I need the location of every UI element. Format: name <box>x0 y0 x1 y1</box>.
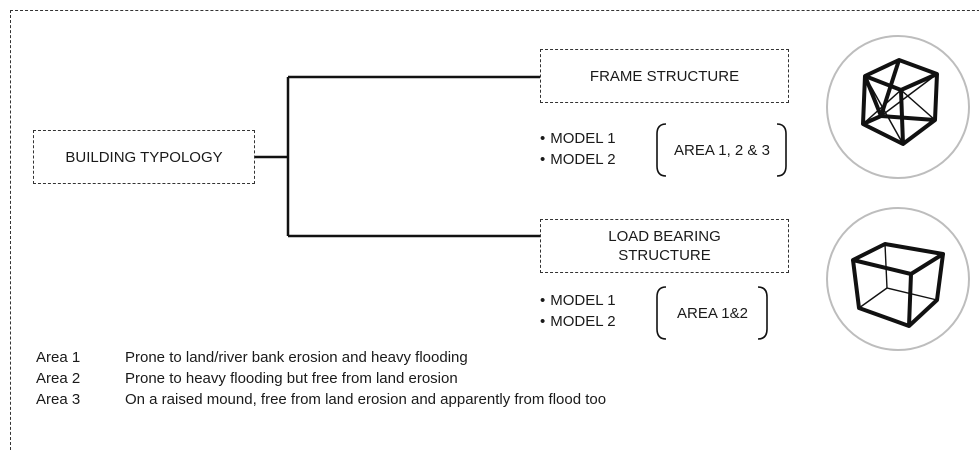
area-legend: Area 1 Prone to land/river bank erosion a… <box>36 347 606 410</box>
legend-row: Area 3 On a raised mound, free from land … <box>36 389 606 410</box>
area-bracket-left-1 <box>656 123 667 177</box>
list-item: MODEL 2 <box>540 311 615 332</box>
area-bracket-left-2 <box>656 286 667 340</box>
diagram-frame <box>10 10 979 450</box>
frame-structure-node: FRAME STRUCTURE <box>540 49 789 103</box>
frame-cube-icon <box>826 35 970 179</box>
frame-models-list: MODEL 1 MODEL 2 <box>540 128 615 170</box>
legend-row: Area 2 Prone to heavy flooding but free f… <box>36 368 606 389</box>
load-bearing-structure-label: LOAD BEARING STRUCTURE <box>608 228 721 264</box>
legend-text: On a raised mound, free from land erosio… <box>125 391 607 408</box>
area-bracket-right-1 <box>776 123 787 177</box>
legend-code: Area 3 <box>36 391 81 408</box>
legend-code: Area 2 <box>36 370 81 387</box>
legend-code: Area 1 <box>36 349 81 366</box>
building-typology-label: BUILDING TYPOLOGY <box>65 148 223 166</box>
building-typology-node: BUILDING TYPOLOGY <box>33 130 255 184</box>
box-structure-icon <box>826 207 970 351</box>
area-bracket-right-2 <box>757 286 768 340</box>
tree-connectors <box>255 75 787 340</box>
list-item: MODEL 1 <box>540 128 615 149</box>
list-item: MODEL 1 <box>540 290 615 311</box>
frame-structure-label: FRAME STRUCTURE <box>589 67 740 85</box>
load-bearing-area-label: AREA 1&2 <box>677 304 748 322</box>
frame-area-label: AREA 1, 2 & 3 <box>674 141 770 159</box>
load-bearing-models-list: MODEL 1 MODEL 2 <box>540 290 615 332</box>
legend-text: Prone to heavy flooding but free from la… <box>125 370 458 387</box>
legend-row: Area 1 Prone to land/river bank erosion a… <box>36 347 606 368</box>
load-bearing-structure-node: LOAD BEARING STRUCTURE <box>540 219 789 273</box>
legend-text: Prone to land/river bank erosion and hea… <box>125 349 468 366</box>
list-item: MODEL 2 <box>540 149 615 170</box>
